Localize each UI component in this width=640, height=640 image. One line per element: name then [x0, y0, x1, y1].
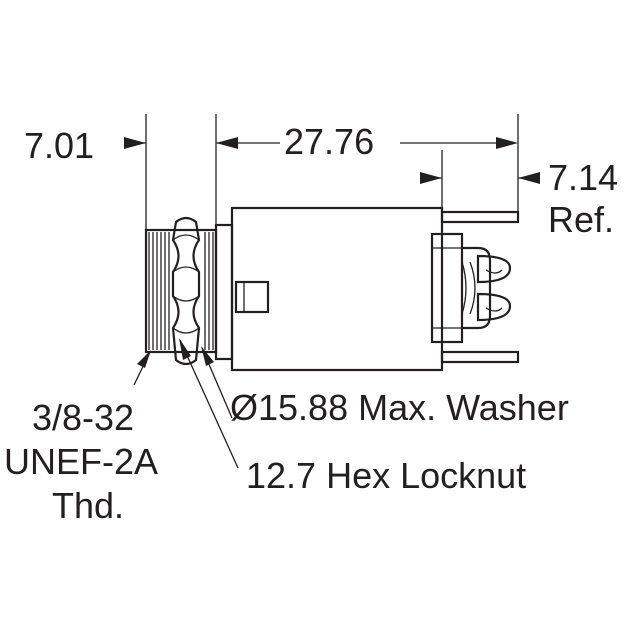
dimension-overall-length: 27.76 [238, 114, 519, 215]
thread-label-line-3: Thd. [52, 485, 124, 526]
arrowhead-bushing-left [124, 137, 146, 149]
arrowhead-overall-right [496, 137, 518, 149]
solder-lug-upper [476, 254, 512, 284]
arrowhead-bushing-right [216, 137, 238, 149]
terminal-bottom [440, 350, 520, 364]
arrowhead-terminal-right [518, 172, 540, 184]
dimension-terminal-ref: 7.14 Ref. [420, 150, 618, 240]
overall-length-label: 27.76 [284, 121, 374, 162]
washer-leader-arrow [201, 346, 214, 366]
terminal-block [430, 232, 464, 344]
locknut-facet-lower [172, 295, 200, 302]
washer-label: Ø15.88 Max. Washer [230, 387, 569, 428]
washer-callout: Ø15.88 Max. Washer [201, 346, 569, 428]
terminals [430, 210, 520, 364]
terminal-top [440, 210, 520, 224]
thread-callout: 3/8-32 UNEF-2A Thd. [4, 350, 158, 526]
terminal-ref-label-value: 7.14 [548, 157, 618, 198]
body-outline [230, 206, 444, 372]
hex-locknut [171, 216, 201, 366]
locknut-facet-bottom [172, 327, 200, 334]
locknut-label: 12.7 Hex Locknut [246, 455, 526, 496]
lug-curve-2 [469, 261, 476, 315]
terminal-ref-label-suffix: Ref. [548, 199, 614, 240]
locknut-facet-upper [172, 266, 200, 273]
washer [214, 223, 234, 361]
solder-lug-lower [476, 292, 512, 322]
locknut-outline [171, 216, 201, 366]
threaded-bushing [144, 228, 218, 354]
lug-hole-lower [485, 307, 503, 312]
lug-curve-1 [461, 261, 467, 315]
thread-lines [148, 232, 214, 350]
locknut-leader-line [179, 339, 239, 469]
washer-outline [214, 223, 234, 361]
solder-lug-outer [462, 246, 492, 330]
lug-hole-upper [485, 269, 503, 274]
locknut-facet-top [172, 234, 200, 241]
arrowhead-terminal-left [420, 172, 442, 184]
thread-label-line-2: UNEF-2A [4, 441, 158, 482]
dimension-bushing-length: 7.01 [24, 114, 238, 240]
thread-label-line-1: 3/8-32 [32, 397, 134, 438]
locknut-leader-arrow [179, 338, 191, 360]
body-key-tab [234, 280, 270, 314]
switch-body [230, 206, 444, 372]
thread-leader-arrow [137, 350, 151, 368]
bushing-length-label: 7.01 [24, 125, 94, 166]
locknut-callout: 12.7 Hex Locknut [179, 338, 526, 496]
